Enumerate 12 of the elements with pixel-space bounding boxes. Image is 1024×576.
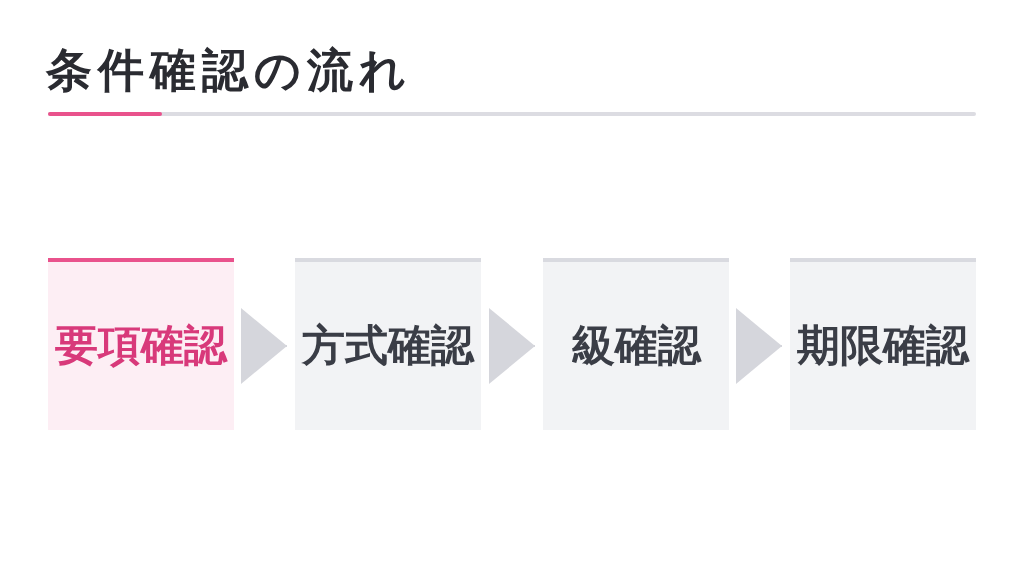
arrow [736,308,783,384]
step-label: 級確認 [571,320,701,372]
step-box [295,258,481,430]
step-box [48,258,234,430]
step-box [790,258,976,430]
step-label: 方式確認 [302,320,474,372]
arrow [488,308,536,384]
step-label: 期限確認 [797,320,969,372]
step-label: 要項確認 [55,320,227,372]
step-box [543,258,729,430]
diagram-title: 条件確認の流れ [46,42,412,99]
arrow [241,308,288,384]
